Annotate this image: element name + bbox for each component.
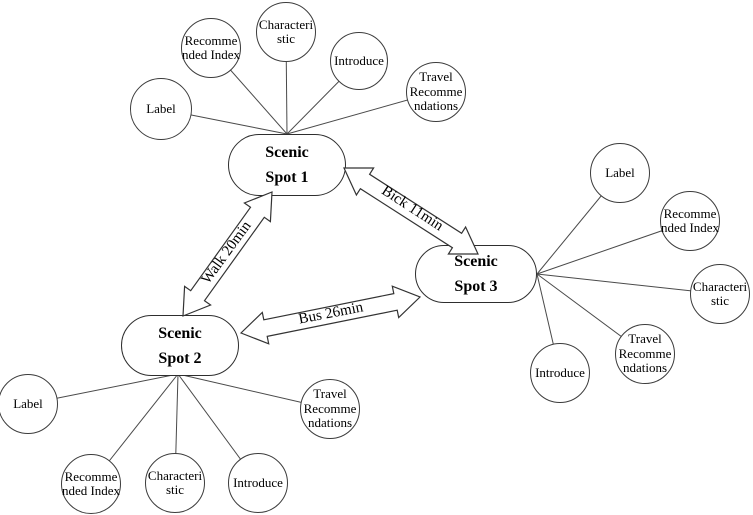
scenic-spot-2-label: Scenic Spot 2 — [158, 324, 202, 367]
spot1-travel-recommendations-node: Travel Recomme ndations — [406, 62, 466, 122]
spot1-introduce-text: Introduce — [334, 52, 384, 68]
spot1-recommended-index-text: Recomme nded Index — [181, 32, 241, 62]
spot2-introduce-node: Introduce — [228, 453, 288, 513]
spot2-introduce-text: Introduce — [233, 474, 283, 490]
bick-route-arrow — [343, 167, 479, 255]
spot2-characteristic-text: Characteri stic — [147, 467, 203, 497]
spot3-label-node: Label — [590, 143, 650, 203]
walk-route-arrow — [182, 191, 273, 317]
spot3-recommended-index-node: Recomme nded Index — [660, 191, 720, 251]
spot3-characteristic-node: Characteri stic — [690, 264, 750, 324]
scenic-spot-2-node: Scenic Spot 2 — [121, 315, 239, 376]
spot1-characteristic-node: Characteri stic — [256, 2, 316, 62]
spot1-introduce-node: Introduce — [330, 32, 388, 90]
spot2-travel-recommendations-text: Travel Recomme ndations — [303, 386, 357, 431]
spot3-characteristic-text: Characteri stic — [692, 278, 748, 308]
scenic-spot-3-node: Scenic Spot 3 — [415, 245, 537, 303]
spot3-travel-recommendations-node: Travel Recomme ndations — [615, 324, 675, 384]
spot1-travel-recommendations-text: Travel Recomme ndations — [409, 69, 463, 114]
spot3-travel-recommendations-text: Travel Recomme ndations — [618, 331, 672, 376]
spot2-characteristic-node: Characteri stic — [145, 453, 205, 513]
spot3-introduce-text: Introduce — [535, 364, 585, 380]
spot2-recommended-index-node: Recomme nded Index — [61, 454, 121, 514]
spot2-travel-recommendations-node: Travel Recomme ndations — [300, 379, 360, 439]
scenic-spot-1-label: Scenic Spot 1 — [265, 144, 309, 186]
spot2-recommended-index-text: Recomme nded Index — [61, 468, 121, 498]
spot1-characteristic-text: Characteri stic — [258, 16, 314, 46]
spot1-recommended-index-node: Recomme nded Index — [181, 18, 241, 78]
spot2-label-node: Label — [0, 374, 58, 434]
spot1-label-text: Label — [146, 100, 176, 116]
spot3-introduce-node: Introduce — [530, 343, 590, 403]
bus-route-arrow — [239, 285, 422, 345]
spot3-label-text: Label — [605, 164, 635, 180]
connector-line-spot3-characteristic — [536, 273, 721, 295]
scenic-spot-3-label: Scenic Spot 3 — [454, 253, 498, 295]
spot1-label-node: Label — [130, 78, 192, 140]
scenic-spot-1-node: Scenic Spot 1 — [228, 134, 346, 196]
spot2-label-text: Label — [13, 395, 43, 411]
spot3-recommended-index-text: Recomme nded Index — [660, 205, 720, 235]
